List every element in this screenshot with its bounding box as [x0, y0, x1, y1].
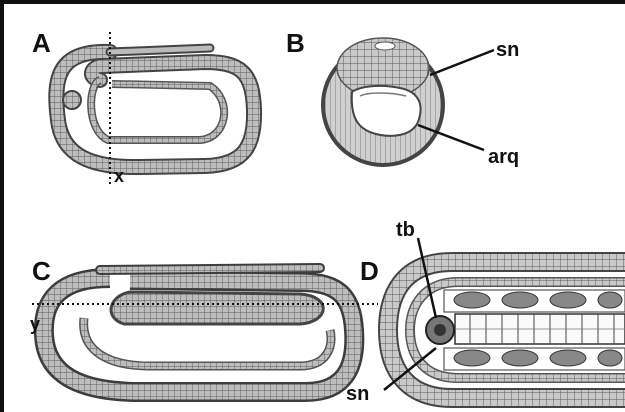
panel-label-b: B	[286, 28, 305, 58]
panel-label-d: D	[360, 256, 379, 286]
label-sn-b: sn	[496, 39, 519, 61]
axis-label-x: x	[114, 166, 124, 186]
panel-a-embryo	[56, 48, 254, 167]
panel-c-embryo	[44, 268, 354, 392]
label-sn-d: sn	[346, 383, 369, 405]
panel-label-a: A	[32, 28, 51, 58]
pointer-sn-b	[430, 50, 494, 75]
panel-label-c: C	[32, 256, 51, 286]
panel-d-detail	[388, 262, 625, 398]
label-arq: arq	[488, 146, 519, 168]
panel-b-cross-section	[321, 38, 445, 167]
label-tb: tb	[396, 219, 415, 241]
axis-label-y: y	[30, 314, 40, 334]
